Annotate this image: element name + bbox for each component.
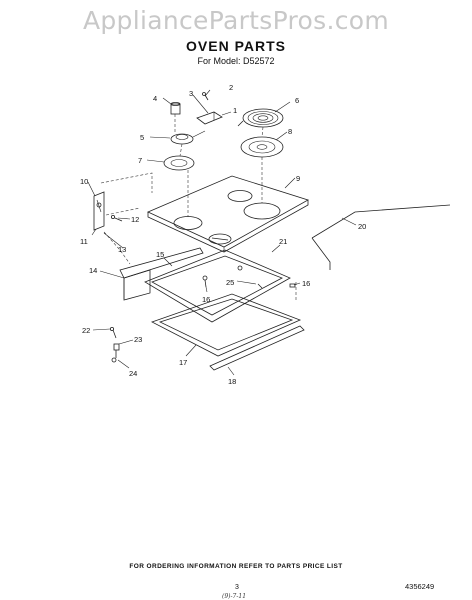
- part-wire: [311, 204, 451, 270]
- callout-17: 17: [179, 358, 187, 367]
- callout-15: 15: [156, 250, 164, 259]
- document-number: 4356249: [405, 582, 435, 591]
- callout-leaders: [87, 89, 357, 376]
- part-drip-bowl-small: [163, 155, 195, 171]
- part-lower-frame: [150, 293, 302, 357]
- callout-labels: 1 2 3 4 5 6 7 8 9 10 11 12 13 14 15 16 1…: [80, 83, 366, 386]
- part-trim-strip: [209, 325, 305, 371]
- callout-14: 14: [89, 266, 97, 275]
- page-number: 3: [235, 584, 239, 591]
- part-surface-element-large: [237, 108, 284, 128]
- callout-10: 10: [80, 177, 88, 186]
- callout-16-right: 16: [302, 279, 310, 288]
- callout-3: 3: [189, 89, 193, 98]
- callout-6: 6: [295, 96, 299, 105]
- model-subtitle: For Model: D52572: [197, 56, 275, 66]
- callout-22: 22: [82, 326, 90, 335]
- part-switch: [196, 111, 223, 125]
- part-clip-left: [202, 275, 208, 288]
- part-hinge-bracket: [93, 191, 123, 231]
- callout-11: 11: [80, 237, 88, 246]
- callout-20: 20: [358, 222, 366, 231]
- part-clip-right: [289, 283, 296, 288]
- callout-4: 4: [153, 94, 157, 103]
- callout-2: 2: [229, 83, 233, 92]
- callout-25: 25: [226, 278, 234, 287]
- handwritten-note: (9)-7-11: [222, 593, 247, 600]
- site-watermark: AppliancePartsPros.com: [82, 6, 390, 35]
- ordering-info-note: FOR ORDERING INFORMATION REFER TO PARTS …: [129, 563, 343, 570]
- part-receptacle-small: [170, 130, 206, 145]
- callout-8: 8: [288, 127, 292, 136]
- callout-23: 23: [134, 335, 142, 344]
- callout-13: 13: [118, 245, 126, 254]
- callout-9: 9: [296, 174, 300, 183]
- callout-16-left: 16: [202, 295, 210, 304]
- callout-7: 7: [138, 156, 142, 165]
- part-side-strip: [123, 269, 151, 301]
- callout-1: 1: [233, 106, 237, 115]
- part-knob: [170, 102, 181, 115]
- callout-18: 18: [228, 377, 236, 386]
- callout-5: 5: [140, 133, 144, 142]
- part-screw-set: [110, 326, 120, 363]
- callout-21: 21: [279, 237, 287, 246]
- page-title: OVEN PARTS: [186, 38, 286, 54]
- callout-12: 12: [131, 215, 139, 224]
- part-drip-bowl-large: [240, 136, 284, 158]
- callout-24: 24: [129, 369, 137, 378]
- alignment-lines: [100, 114, 297, 300]
